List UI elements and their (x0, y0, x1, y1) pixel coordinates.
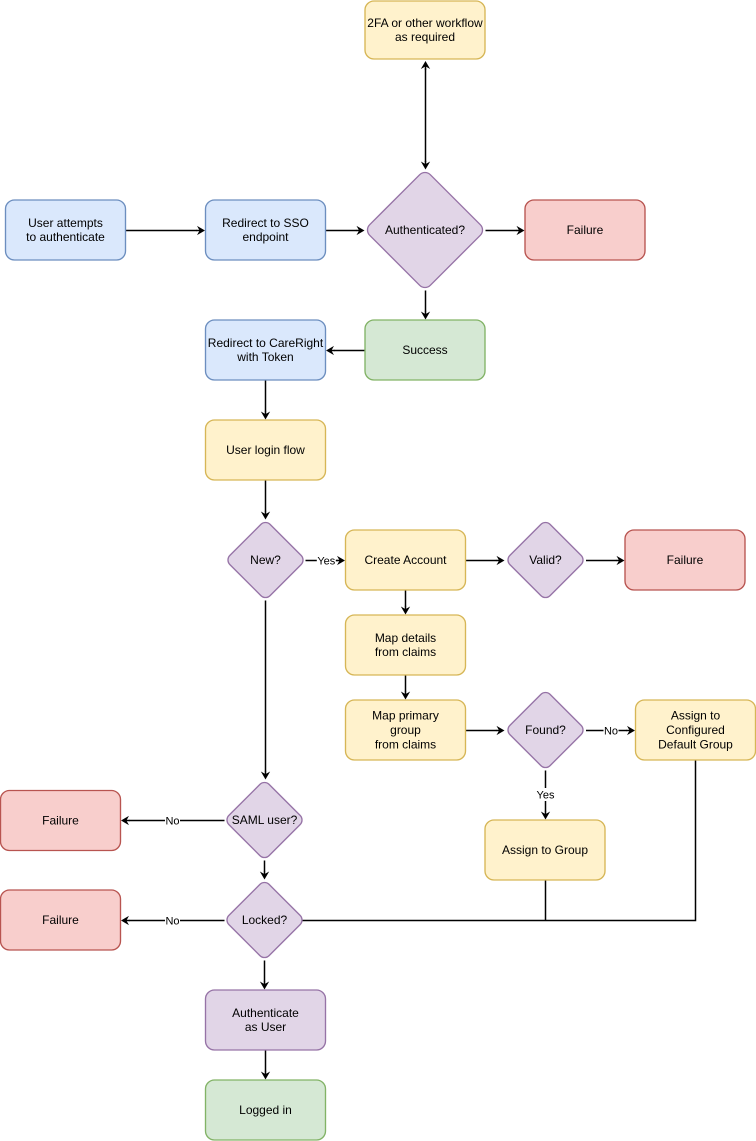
svg-text:Failure: Failure (42, 913, 79, 927)
svg-text:Found?: Found? (525, 723, 566, 737)
svg-text:group: group (390, 723, 421, 737)
svg-text:Assign to: Assign to (671, 709, 721, 723)
svg-text:Authenticate: Authenticate (232, 1006, 299, 1020)
svg-text:Logged in: Logged in (239, 1103, 292, 1117)
svg-text:Redirect to SSO: Redirect to SSO (222, 216, 309, 230)
svg-text:as User: as User (245, 1020, 286, 1034)
svg-text:Locked?: Locked? (242, 913, 288, 927)
svg-text:with Token: with Token (236, 350, 293, 364)
svg-text:endpoint: endpoint (242, 230, 289, 244)
svg-text:Redirect to CareRight: Redirect to CareRight (208, 336, 324, 350)
svg-text:New?: New? (250, 553, 281, 567)
svg-text:No: No (165, 915, 179, 927)
svg-text:No: No (604, 725, 618, 737)
svg-text:Failure: Failure (667, 553, 704, 567)
svg-text:User attempts: User attempts (28, 216, 103, 230)
svg-text:as required: as required (395, 30, 455, 44)
svg-text:from claims: from claims (375, 737, 436, 751)
svg-text:SAML user?: SAML user? (232, 813, 298, 827)
svg-text:No: No (165, 815, 179, 827)
svg-text:Success: Success (402, 343, 447, 357)
svg-text:Map details: Map details (375, 631, 436, 645)
svg-text:to authenticate: to authenticate (26, 230, 105, 244)
svg-text:Failure: Failure (42, 814, 79, 828)
svg-text:Default Group: Default Group (658, 737, 733, 751)
svg-text:Failure: Failure (567, 223, 604, 237)
svg-text:2FA or other workflow: 2FA or other workflow (367, 16, 483, 30)
svg-text:Configured: Configured (666, 723, 725, 737)
svg-text:Yes: Yes (317, 555, 335, 567)
svg-text:Valid?: Valid? (529, 553, 562, 567)
svg-text:User login flow: User login flow (226, 443, 305, 457)
svg-text:Authenticated?: Authenticated? (385, 223, 465, 237)
svg-text:Yes: Yes (537, 789, 555, 801)
svg-text:Create Account: Create Account (364, 553, 447, 567)
svg-text:Assign to Group: Assign to Group (502, 843, 588, 857)
svg-text:from claims: from claims (375, 645, 436, 659)
svg-text:Map primary: Map primary (372, 709, 439, 723)
